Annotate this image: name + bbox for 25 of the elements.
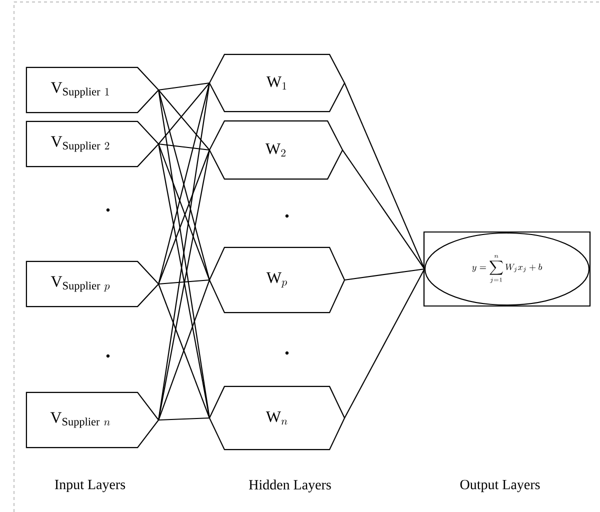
connection-line bbox=[344, 268, 425, 418]
input-box: $\mathrm{V}_{\mathrm{Supplier}\ p}$ bbox=[26, 260, 160, 308]
layer-label: Output Layers bbox=[460, 480, 540, 492]
layer-label: Input Layers bbox=[54, 480, 126, 492]
connection-line bbox=[158, 82, 210, 91]
hexagon-box: $\mathrm{W}_{2}$ bbox=[208, 120, 344, 180]
connection-line bbox=[344, 82, 425, 270]
connection-line bbox=[158, 82, 210, 144]
input-box: $\mathrm{V}_{\mathrm{Supplier}\ 2}$ bbox=[26, 120, 160, 168]
hexagon-box: $\mathrm{W}_{1}$ bbox=[208, 54, 346, 112]
connection-line bbox=[158, 143, 210, 151]
input-box: $\mathrm{V}_{\mathrm{Supplier}\ 1}$ bbox=[26, 66, 160, 114]
ellipsis-dot: . bbox=[106, 354, 110, 358]
hexagon-box: $\mathrm{W}_{n}$ bbox=[208, 386, 346, 450]
connection-line bbox=[158, 279, 210, 285]
connection-line bbox=[342, 150, 425, 270]
hexagon-box: $\mathrm{W}_{p}$ bbox=[208, 246, 346, 314]
connection-line bbox=[344, 268, 425, 281]
ellipsis-dot: . bbox=[285, 214, 289, 218]
connection-line bbox=[158, 90, 210, 150]
ellipsis-dot: . bbox=[106, 208, 110, 212]
layer-label: Hidden Layers bbox=[249, 480, 331, 492]
connection-line bbox=[158, 417, 210, 421]
input-box: $\mathrm{V}_{\mathrm{Supplier}\ n}$ bbox=[26, 392, 160, 448]
ellipsis-dot: . bbox=[285, 351, 289, 355]
